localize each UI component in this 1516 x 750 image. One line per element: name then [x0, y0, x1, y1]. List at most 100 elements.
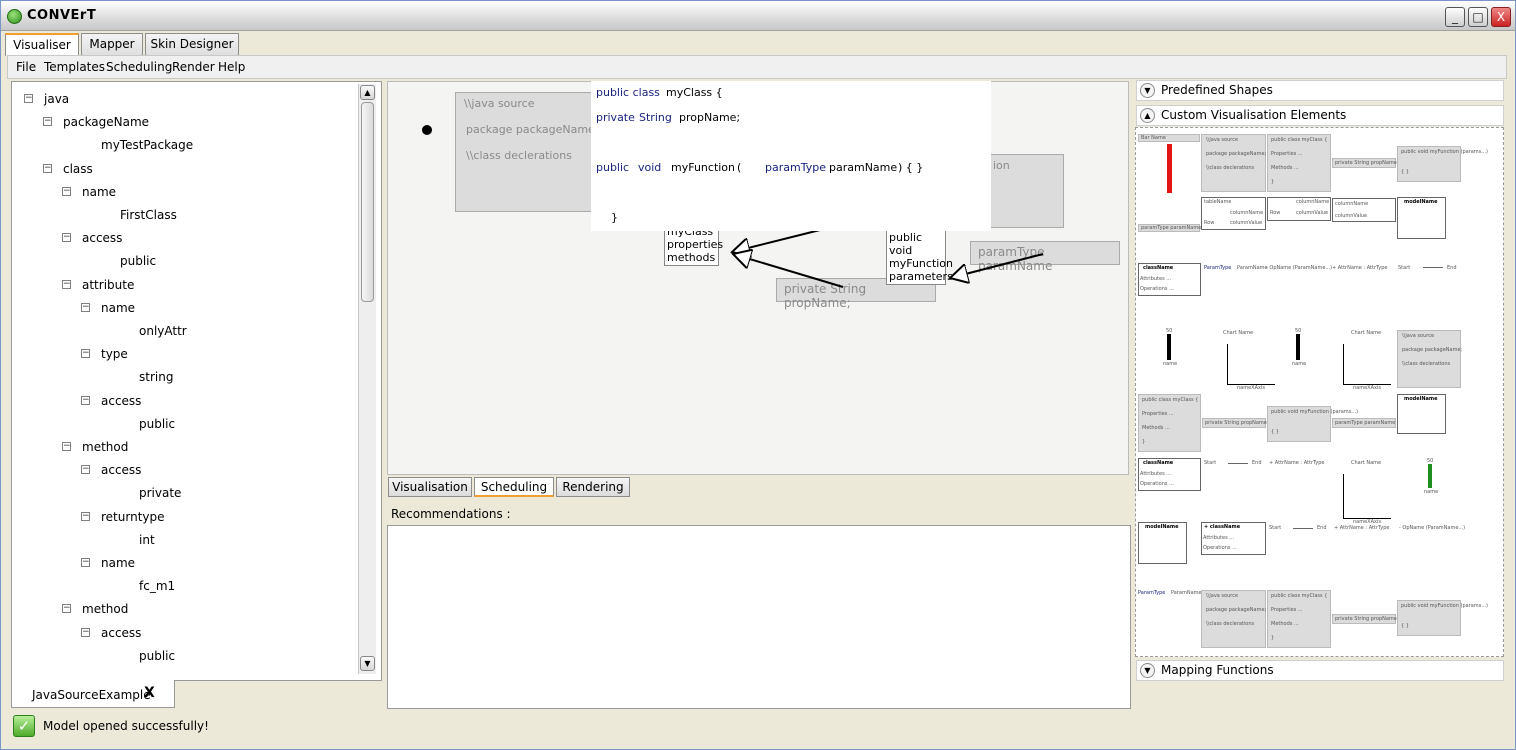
tab-scheduling[interactable]: Scheduling [474, 477, 554, 497]
scroll-thumb[interactable] [361, 102, 374, 302]
tree-node[interactable]: private [139, 486, 182, 501]
function-shape-2[interactable]: public void myFunction (params...) { } [1267, 406, 1358, 442]
model-shape-2[interactable]: modelName [1397, 394, 1446, 434]
black-bar-shape[interactable] [1167, 334, 1171, 360]
model-shape-3[interactable]: modelName [1138, 522, 1187, 564]
tree-toggle-icon[interactable]: − [62, 441, 71, 451]
tree-node[interactable]: method [82, 602, 129, 617]
model-tab[interactable]: JavaSourceExample X [11, 680, 175, 708]
function-shape-3[interactable]: public void myFunction (params...) { } [1397, 600, 1488, 636]
row-shape[interactable]: columnName Row columnValue [1267, 197, 1331, 221]
param-shape-2[interactable]: paramType paramName [1332, 418, 1396, 428]
tree-node[interactable]: name [82, 184, 117, 199]
tree-toggle-icon[interactable]: − [43, 116, 52, 127]
tree-node[interactable]: access [101, 463, 142, 478]
tree-node[interactable]: public [120, 254, 157, 269]
close-button[interactable]: X [1491, 7, 1511, 27]
chart-shape-3[interactable]: Chart Name nameXAxis [1337, 460, 1392, 525]
private-string-shape-3[interactable]: private String propName; [1332, 614, 1399, 624]
tree-toggle-icon[interactable]: − [43, 162, 52, 173]
accordion-custom-elements[interactable]: ▲ Custom Visualisation Elements [1136, 105, 1504, 126]
menu-file[interactable]: File [16, 60, 37, 74]
private-string-shape[interactable]: private String propName; [1332, 158, 1399, 168]
java-source-shape-2[interactable]: \\java source package packageName; \\cla… [1397, 330, 1462, 388]
tree-toggle-icon[interactable]: − [81, 557, 90, 567]
visualisation-canvas[interactable]: \\java source package packageName; \\cla… [387, 81, 1129, 475]
java-source-shape-3[interactable]: \\java source package packageName; \\cla… [1201, 590, 1266, 648]
chart-shape-1[interactable]: Chart Name nameXAxis [1221, 330, 1276, 391]
tree-node[interactable]: class [63, 161, 93, 176]
class-shape-2[interactable]: public class myClass { Properties ... Me… [1138, 394, 1201, 452]
class-shape-3[interactable]: public class myClass { Properties ... Me… [1267, 590, 1331, 648]
tree-node[interactable]: fc_m1 [139, 579, 176, 594]
tab-rendering[interactable]: Rendering [556, 477, 630, 497]
black-bar-shape-2[interactable] [1296, 334, 1300, 360]
red-bar-shape[interactable] [1167, 144, 1172, 193]
tab-visualisation[interactable]: Visualisation [388, 477, 472, 497]
tree-node[interactable]: FirstClass [120, 208, 177, 222]
chart-shape-2[interactable]: Chart Name nameXAxis [1337, 330, 1392, 391]
tree-toggle-icon[interactable]: − [81, 510, 90, 521]
tree-toggle-icon[interactable]: − [81, 464, 90, 475]
minimize-button[interactable]: _ [1445, 7, 1465, 27]
tree-node[interactable]: method [82, 440, 129, 454]
menu-help[interactable]: Help [218, 60, 246, 74]
table-shape[interactable]: tableName columnName Row columnValue [1201, 197, 1266, 230]
tab-mapper[interactable]: Mapper [81, 33, 143, 55]
uml-class-shape-3[interactable]: + className Attributes ... Operations ..… [1201, 522, 1266, 555]
tree-node[interactable]: name [101, 300, 136, 315]
recommendations-area[interactable] [387, 525, 1131, 709]
tree-toggle-icon[interactable]: − [62, 185, 71, 196]
green-bar-shape[interactable] [1428, 464, 1432, 488]
tree-toggle-icon[interactable]: − [62, 278, 71, 289]
tree-toggle-icon[interactable]: − [62, 603, 71, 614]
function-gray-box[interactable]: ion [984, 154, 1064, 228]
accordion-predefined-shapes[interactable]: ▼ Predefined Shapes [1136, 80, 1504, 101]
tree-toggle-icon[interactable]: − [24, 93, 33, 103]
tree-node[interactable]: access [101, 393, 142, 408]
tree-toggle-icon[interactable]: − [62, 232, 71, 243]
tree-toggle-icon[interactable]: − [81, 626, 90, 637]
tree-node[interactable]: returntype [101, 509, 165, 524]
bar-shape-header[interactable]: Bar Name [1138, 134, 1200, 142]
model-tab-close-icon[interactable]: X [144, 685, 155, 701]
scroll-down-icon[interactable]: ▼ [360, 656, 375, 671]
accordion-mapping-functions[interactable]: ▼ Mapping Functions [1136, 660, 1504, 681]
param-box[interactable]: paramType paramName [970, 241, 1120, 273]
private-string-shape-2[interactable]: private String propName; [1202, 418, 1269, 428]
model-shape[interactable]: modelName [1397, 197, 1446, 239]
function-shape[interactable]: public void myFunction (params...) { } [1397, 146, 1488, 182]
tree-node[interactable]: public [139, 416, 176, 431]
tree-node[interactable]: name [101, 556, 136, 570]
java-source-box[interactable]: \\java source package packageName; \\cla… [455, 92, 605, 212]
maximize-button[interactable]: □ [1468, 7, 1488, 27]
tree-node[interactable]: myTestPackage [101, 138, 194, 153]
java-source-shape[interactable]: \\java source package packageName; \\cla… [1201, 134, 1266, 192]
tree-node[interactable]: attribute [82, 277, 135, 292]
tree-scrollbar[interactable]: ▲ ▼ [358, 84, 376, 674]
tab-visualiser[interactable]: Visualiser [5, 33, 79, 56]
uml-class-shape[interactable]: className Attributes ... Operations ... [1138, 263, 1201, 296]
tree-toggle-icon[interactable]: − [81, 348, 90, 359]
column-shape[interactable]: columnName columnValue [1332, 198, 1396, 222]
uml-class-shape-2[interactable]: className Attributes ... Operations ... [1138, 458, 1201, 491]
tree-node[interactable]: onlyAttr [139, 324, 187, 338]
menu-scheduling[interactable]: Scheduling [106, 60, 173, 74]
function-node[interactable]: public void myFunction parameters [886, 230, 953, 285]
menu-templates[interactable]: Templates [44, 60, 106, 74]
tree-node[interactable]: java [44, 92, 70, 106]
tree-node[interactable]: packageName [63, 115, 150, 130]
scroll-up-icon[interactable]: ▲ [360, 85, 375, 100]
tree-node[interactable]: int [139, 532, 155, 547]
param-shape[interactable]: paramType paramName [1138, 224, 1201, 232]
tree-toggle-icon[interactable]: − [81, 394, 90, 405]
tree-node[interactable]: access [82, 231, 123, 246]
tab-skin-designer[interactable]: Skin Designer [145, 33, 239, 55]
tree-node[interactable]: string [139, 370, 174, 385]
tree-node[interactable]: public [139, 648, 176, 663]
tree-node[interactable]: access [101, 625, 142, 640]
tree-toggle-icon[interactable]: − [81, 301, 90, 312]
class-shape[interactable]: public class myClass { Properties ... Me… [1267, 134, 1331, 192]
tree-node[interactable]: type [101, 347, 128, 362]
menu-render[interactable]: Render [172, 60, 215, 74]
